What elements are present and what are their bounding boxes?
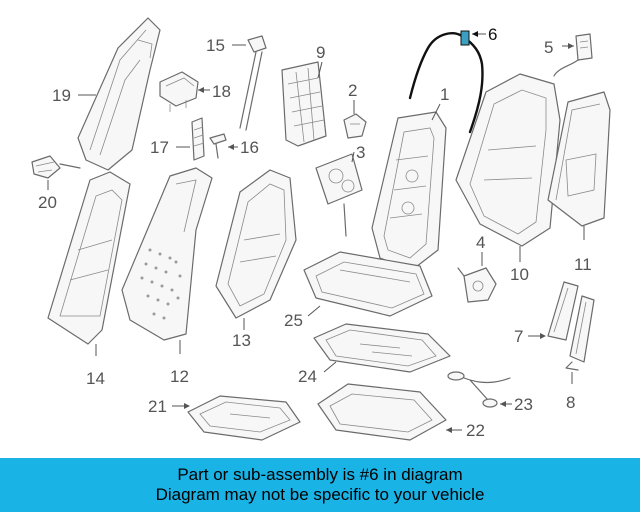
part-14-back-cushion [47,171,131,345]
part-17-bolt [191,117,205,161]
callout-16: 16 [240,138,259,157]
part-19-back-panel [77,17,161,171]
banner-line-2: Diagram may not be specific to your vehi… [155,485,485,504]
part-25-seat-cushion [303,251,433,317]
callout-13: 13 [232,331,251,350]
part-23-harness [447,371,511,408]
callout-20: 20 [38,193,57,212]
part-22-lower-cushion [317,383,447,441]
info-banner: Part or sub-assembly is #6 in diagram Di… [0,458,640,512]
perforation-pattern [140,248,182,320]
callout-6: 6 [488,25,497,44]
part-11-outer-cover [547,91,611,227]
part-9-lumbar-mat [281,61,327,147]
callout-21: 21 [148,397,167,416]
part-16-screw [209,133,227,159]
part-12-perforated-cover [121,167,213,341]
callout-4: 4 [476,233,485,252]
callout-8: 8 [566,393,575,412]
part-8-side-trim [565,295,595,371]
part-15-headrest-guide [239,35,267,131]
part-1-seat-back-frame [371,111,447,271]
callout-9: 9 [316,43,325,62]
callout-17: 17 [150,138,169,157]
callout-23: 23 [514,395,533,414]
callout-22: 22 [466,421,485,440]
part-5-connector [553,33,593,77]
callout-5: 5 [544,38,553,57]
callout-1: 1 [440,85,449,104]
part-13-back-pad [215,169,297,319]
callout-3: 3 [356,143,365,162]
parts-diagram: 19 18 15 9 2 17 16 [31,17,611,441]
banner-line-1: Part or sub-assembly is #6 in diagram [177,465,463,484]
part-24-cushion-tray [313,323,451,373]
callout-14: 14 [86,369,105,388]
callout-12: 12 [170,367,189,386]
callout-18: 18 [212,82,231,101]
callout-19: 19 [52,86,71,105]
part-3-frame-component [315,153,363,237]
callout-15: 15 [206,36,225,55]
part-21-seat-pan [187,395,301,441]
callout-10: 10 [510,265,529,284]
part-18-clip [159,71,199,112]
callout-11: 11 [574,255,592,274]
part-10-seat-back-shell [455,73,561,247]
part-7-trim-strip [547,281,579,341]
callout-2: 2 [348,81,357,100]
part-20-retainer [31,155,81,179]
callout-24: 24 [298,367,317,386]
callout-25: 25 [284,311,303,330]
part-2-clip [343,113,367,139]
callout-7: 7 [514,327,523,346]
part-4-recliner-bracket [457,267,497,303]
part-6-cable [408,30,484,134]
